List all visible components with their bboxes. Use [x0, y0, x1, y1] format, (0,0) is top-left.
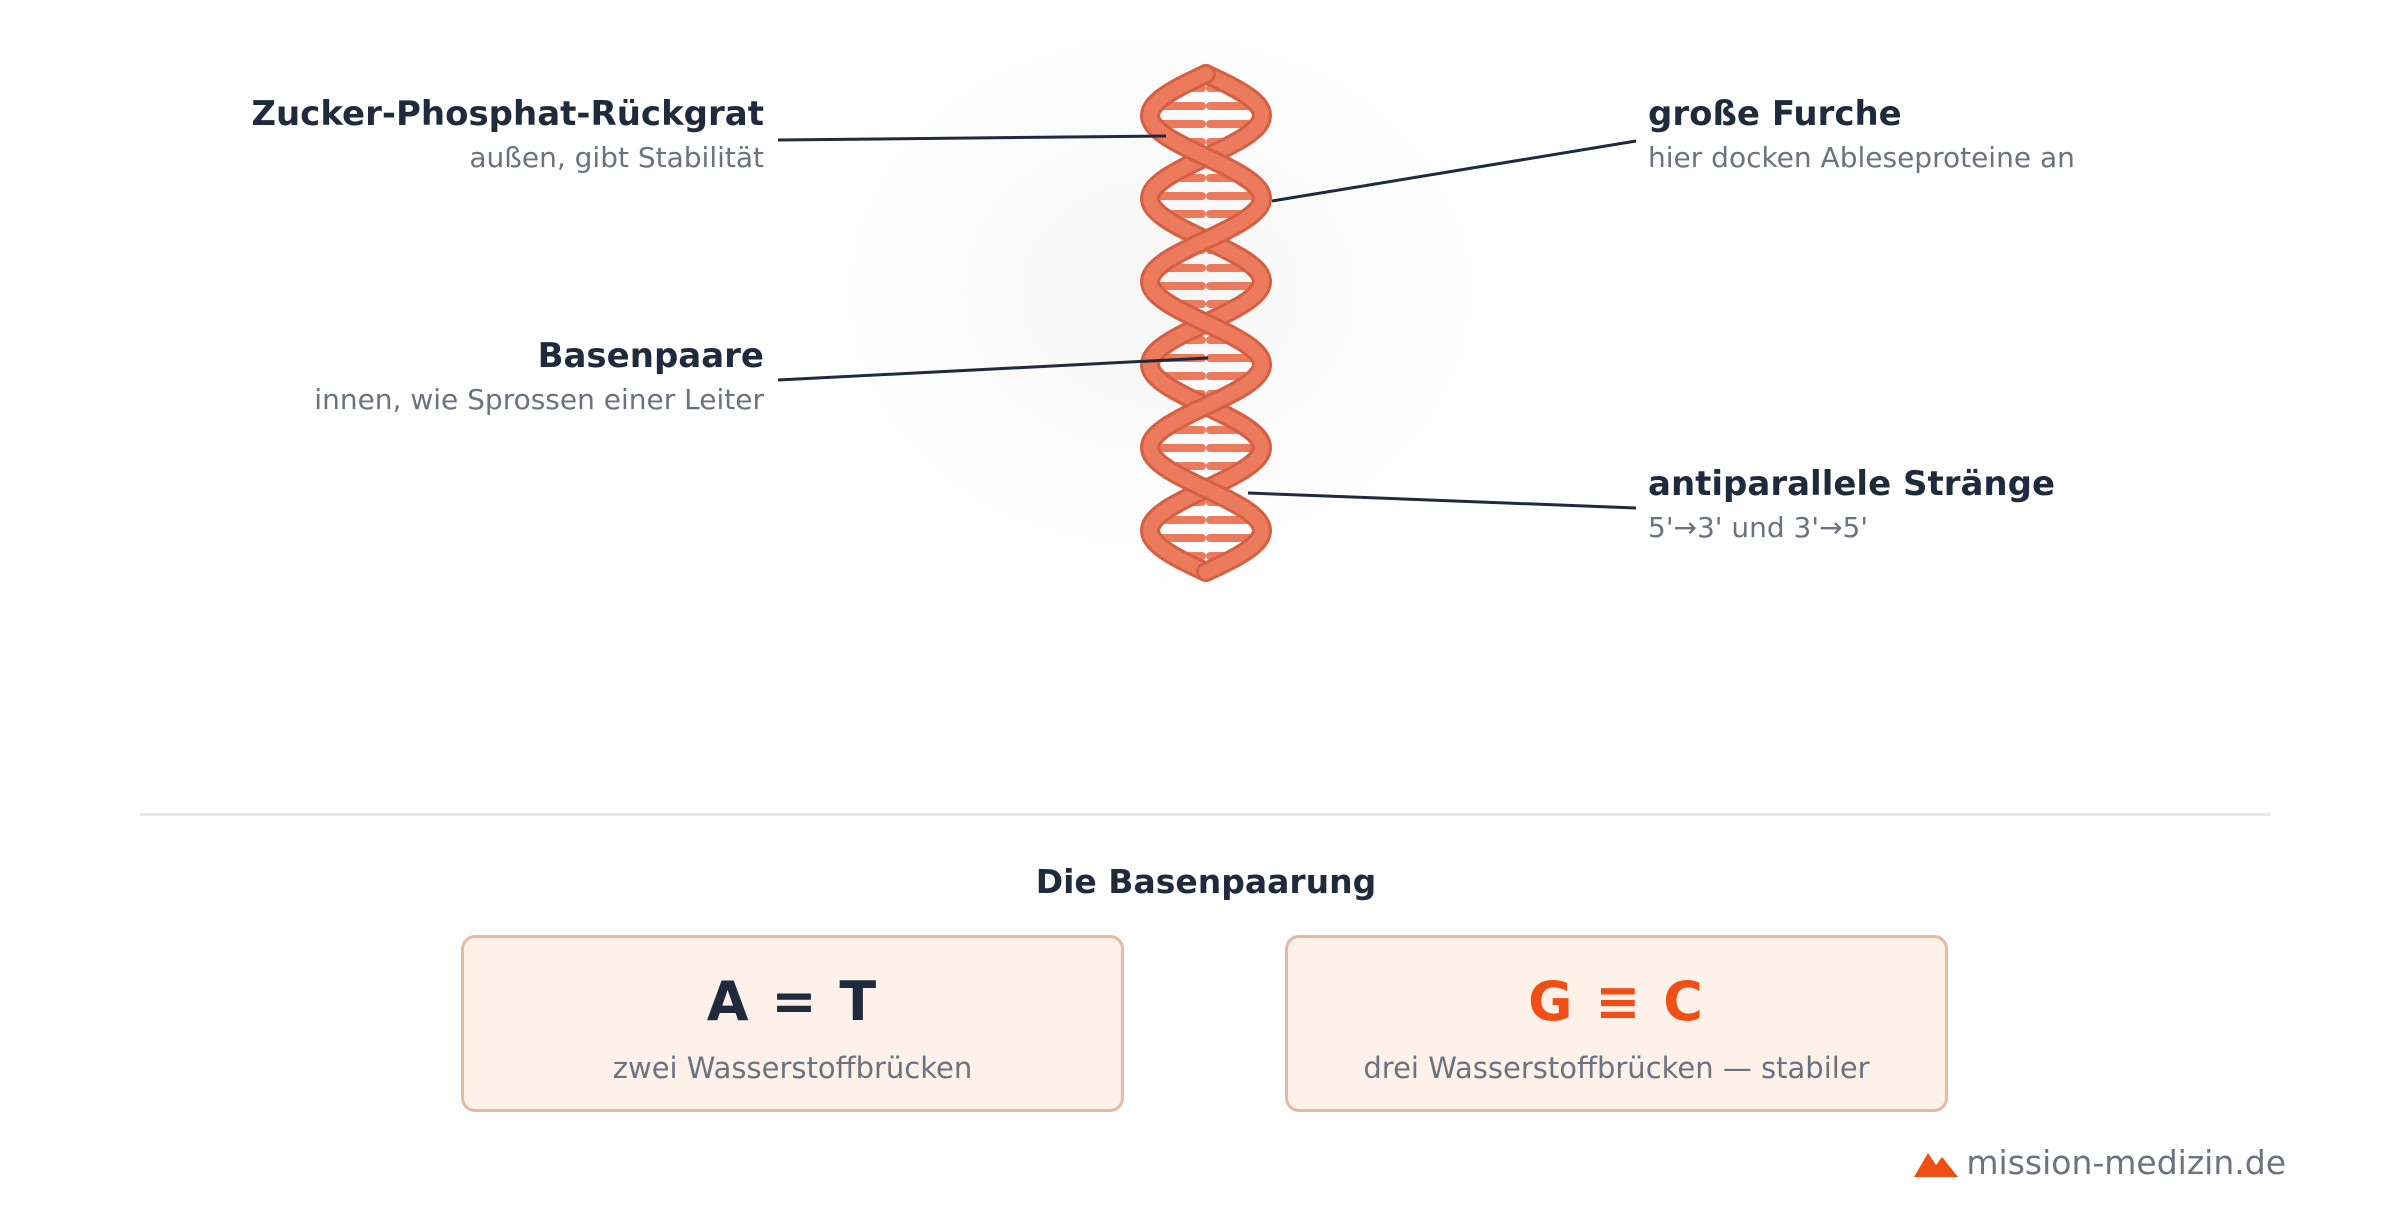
backbone-strand-2	[1142, 67, 1270, 579]
leader-lines	[777, 134, 1637, 510]
leader-line-major-groove	[1271, 139, 1637, 203]
card-at-description: zwei Wasserstoffbrücken	[612, 1051, 973, 1085]
card-gc-description: drei Wasserstoffbrücken — stabiler	[1363, 1051, 1870, 1085]
leader-line-backbone	[777, 134, 1167, 142]
brand[interactable]: mission-medizin.de	[1914, 1143, 2286, 1182]
card-at-formula: A = T	[706, 970, 879, 1033]
dna-diagram	[777, 40, 1637, 600]
dna-helix	[1139, 64, 1273, 582]
card-gc: G ≡ C drei Wasserstoffbrücken — stabiler	[1285, 935, 1948, 1112]
label-base-pairs: Basenpaare innen, wie Sprossen einer Lei…	[314, 334, 764, 422]
label-major-groove: große Furche hier docken Ableseproteine …	[1648, 92, 2075, 180]
label-major-groove-subtitle: hier docken Ableseproteine an	[1648, 141, 2075, 174]
label-backbone-title: Zucker-Phosphat-Rückgrat	[251, 94, 764, 134]
card-at: A = T zwei Wasserstoffbrücken	[461, 935, 1124, 1112]
leader-line-antiparallel	[1247, 491, 1637, 510]
label-base-pairs-title: Basenpaare	[537, 336, 764, 376]
label-backbone-subtitle: außen, gibt Stabilität	[469, 141, 764, 174]
section-divider	[140, 813, 2270, 816]
label-antiparallel: antiparallele Stränge 5'→3' und 3'→5'	[1648, 462, 2055, 550]
mountain-logo-icon	[1914, 1152, 1959, 1177]
label-antiparallel-title: antiparallele Stränge	[1648, 464, 2056, 504]
pairing-title: Die Basenpaarung	[1035, 862, 1377, 901]
leader-line-base-pairs	[777, 356, 1209, 382]
label-major-groove-title: große Furche	[1648, 94, 1902, 134]
brand-text: mission-medizin.de	[1966, 1143, 2286, 1182]
card-gc-formula: G ≡ C	[1528, 970, 1705, 1033]
label-antiparallel-subtitle: 5'→3' und 3'→5'	[1648, 511, 1869, 544]
label-base-pairs-subtitle: innen, wie Sprossen einer Leiter	[314, 383, 764, 416]
label-backbone: Zucker-Phosphat-Rückgrat außen, gibt Sta…	[251, 92, 764, 180]
